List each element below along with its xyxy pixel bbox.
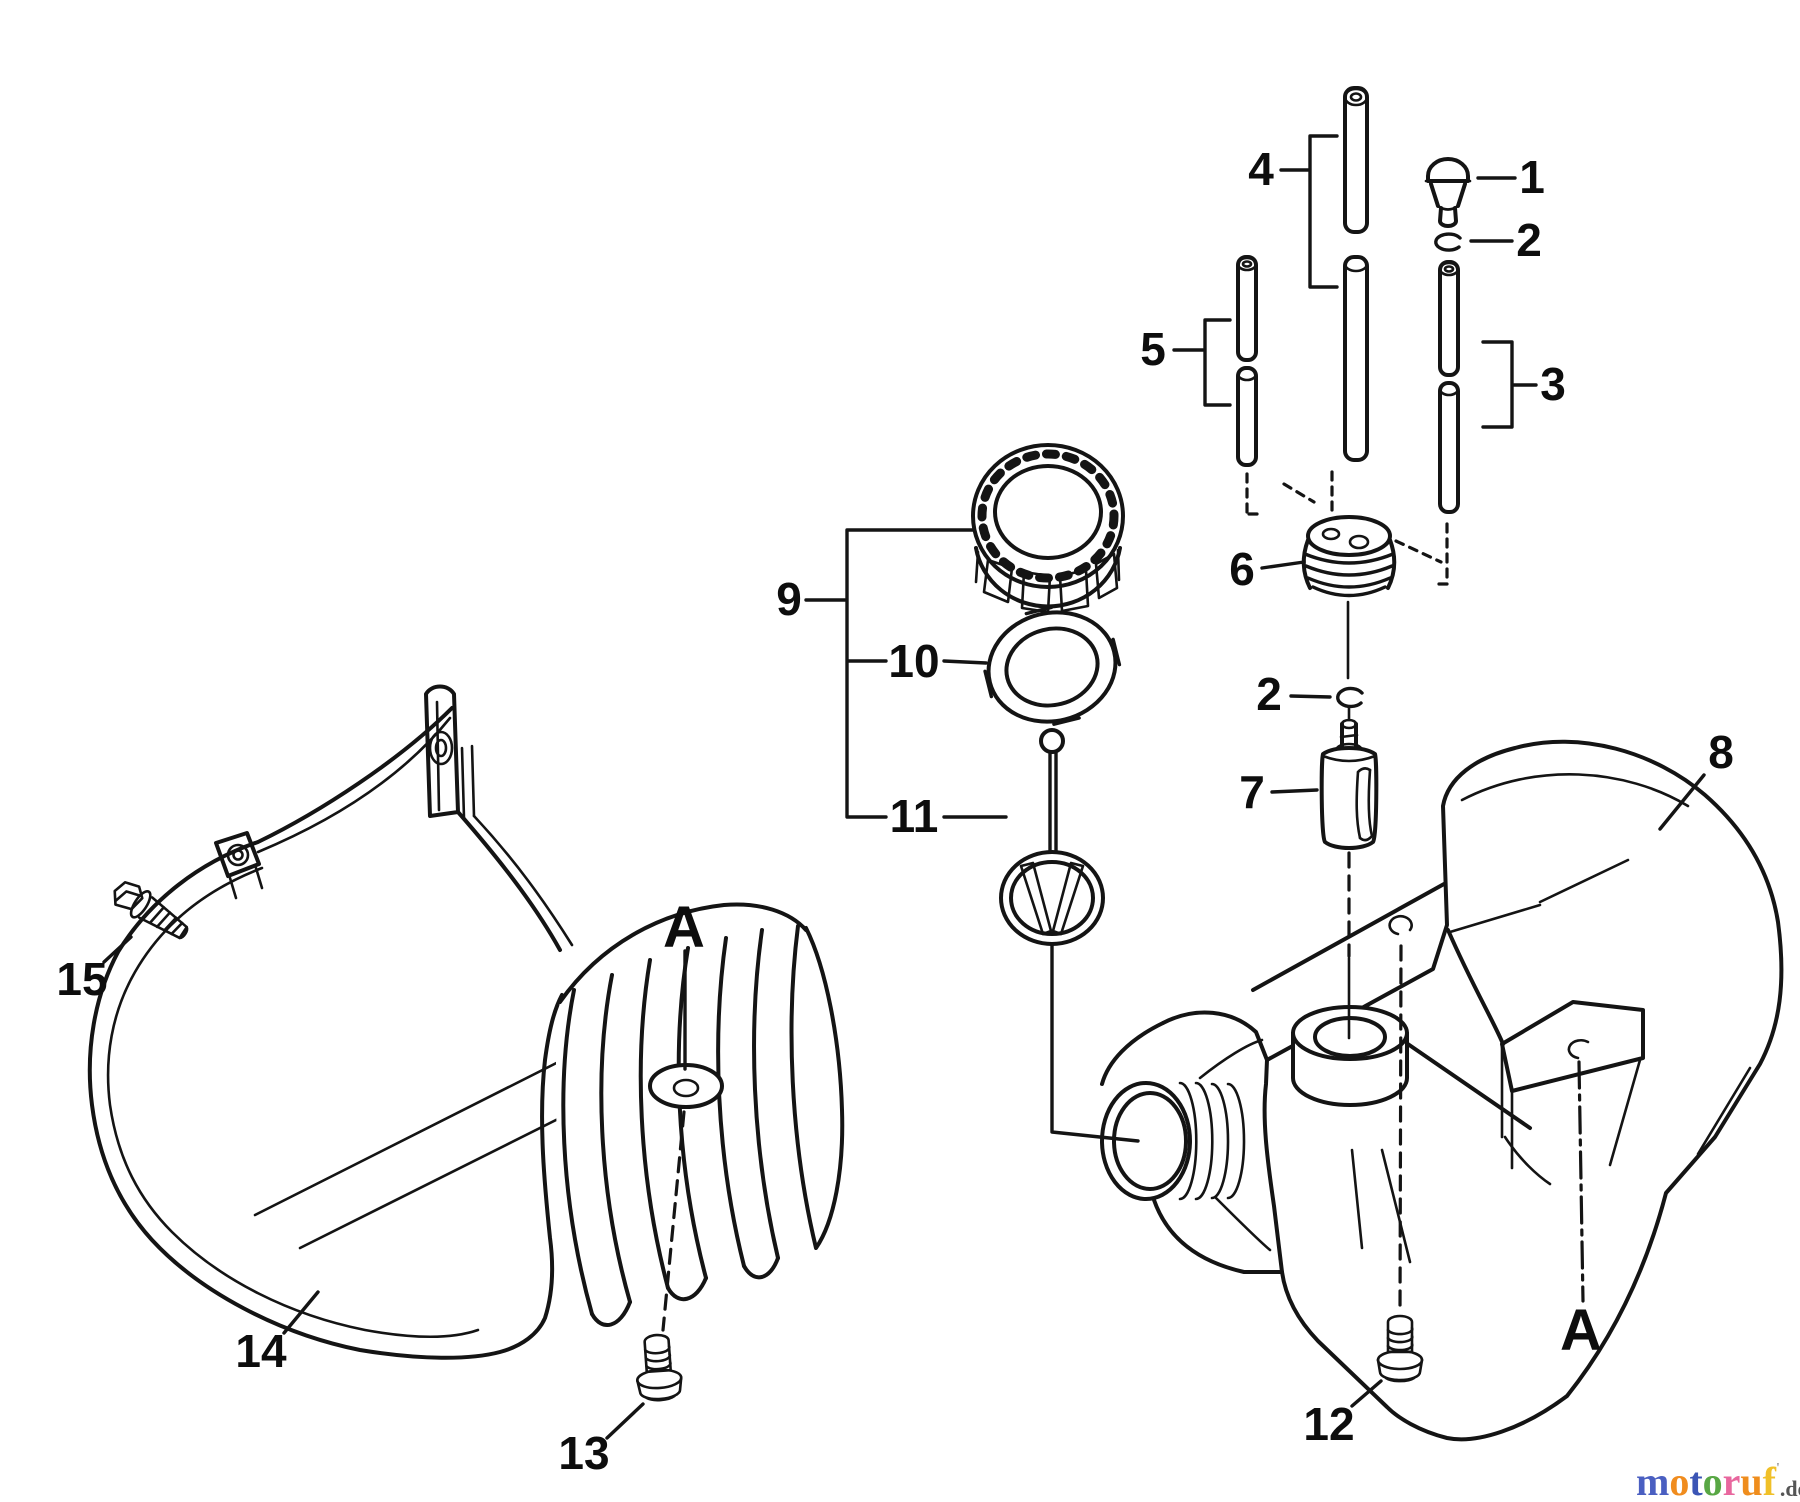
shield-clamp-saddle	[555, 902, 846, 1331]
logo-letter-f: f	[1762, 1459, 1776, 1502]
retainer-ring-part2-top	[1434, 232, 1462, 252]
logo-letter-t: t	[1689, 1459, 1703, 1502]
bracket-4	[1308, 134, 1339, 289]
cap-gasket-part10	[983, 605, 1122, 726]
callout-10: 10	[888, 635, 940, 687]
callout-A-shield: A	[663, 895, 705, 960]
callout-1: 1	[1519, 151, 1545, 203]
logo-tick: '	[1776, 1461, 1780, 1476]
callout-15: 15	[56, 953, 108, 1005]
logo-letter-u: u	[1740, 1459, 1763, 1502]
callout-12: 12	[1303, 1398, 1355, 1450]
leader-14	[282, 1290, 320, 1335]
leader-15	[102, 935, 133, 964]
leader-10	[942, 659, 988, 665]
fuel-tube-4	[1343, 86, 1369, 462]
callout-3: 3	[1540, 358, 1566, 410]
callout-14: 14	[235, 1325, 287, 1377]
bracket-3	[1481, 340, 1514, 429]
shield-pivot-boss	[214, 831, 264, 900]
logo-letter-o: o	[1669, 1459, 1690, 1502]
fuel-filter-part7	[1319, 718, 1379, 850]
screw13-dash-line	[661, 1110, 686, 1332]
A-tank-line	[1577, 1060, 1585, 1303]
callout-7: 7	[1239, 766, 1265, 818]
leader-12	[1350, 1379, 1383, 1408]
callout-9: 9	[776, 573, 802, 625]
fuel-tube-3	[1438, 260, 1460, 514]
callout-A-tank: A	[1560, 1298, 1602, 1363]
cap-tether-line	[1050, 942, 1140, 1143]
tank-cap-boss	[1291, 956, 1409, 1107]
bracket-9	[845, 528, 975, 819]
leader-2-mid	[1289, 694, 1332, 699]
screw-part13	[636, 1333, 683, 1402]
tank-front-hole	[1388, 915, 1413, 936]
fuel-cap-assembly-group	[804, 443, 1125, 946]
fuel-tank-group	[1100, 739, 1784, 1442]
fuel-tube-5	[1236, 255, 1258, 467]
logo-letter-o: o	[1702, 1459, 1723, 1502]
screw12-dash-line	[1398, 944, 1403, 1315]
shield-top-tab	[424, 684, 574, 952]
bolt-part15	[113, 881, 189, 940]
retainer-ring-part2-mid	[1336, 686, 1364, 709]
logo-letter-m: m	[1636, 1459, 1670, 1502]
tank-filler-neck	[1100, 1038, 1272, 1252]
logo-letter-r: r	[1722, 1459, 1741, 1502]
shield-part14	[87, 706, 564, 1360]
callout-8: 8	[1708, 726, 1734, 778]
callout-13: 13	[558, 1427, 610, 1479]
leader-8	[1658, 773, 1706, 831]
leader-13	[605, 1402, 645, 1440]
bracket-5	[1203, 318, 1232, 407]
cap-retainer-part11	[999, 728, 1105, 946]
leader-7	[1270, 788, 1319, 794]
breather-vent-part1	[1424, 157, 1472, 228]
tank-body-part8	[1262, 739, 1784, 1442]
tank-grommet-part6	[1301, 515, 1397, 598]
leader-6	[1260, 560, 1306, 570]
fuel-cap-part9	[971, 443, 1125, 614]
tank-rear-hole	[1567, 1038, 1590, 1060]
logo-suffix: .de	[1779, 1475, 1800, 1501]
screw-part12	[1376, 1314, 1424, 1383]
tank-rear-bracket	[1500, 1000, 1645, 1186]
callout-2-mid: 2	[1256, 668, 1282, 720]
callout-4: 4	[1248, 143, 1274, 195]
callout-2-top: 2	[1516, 214, 1542, 266]
callout-5: 5	[1140, 323, 1166, 375]
shield-group	[87, 684, 846, 1440]
callout-6: 6	[1229, 543, 1255, 595]
grommet-filter-group	[1260, 515, 1397, 958]
callout-11: 11	[889, 790, 939, 842]
